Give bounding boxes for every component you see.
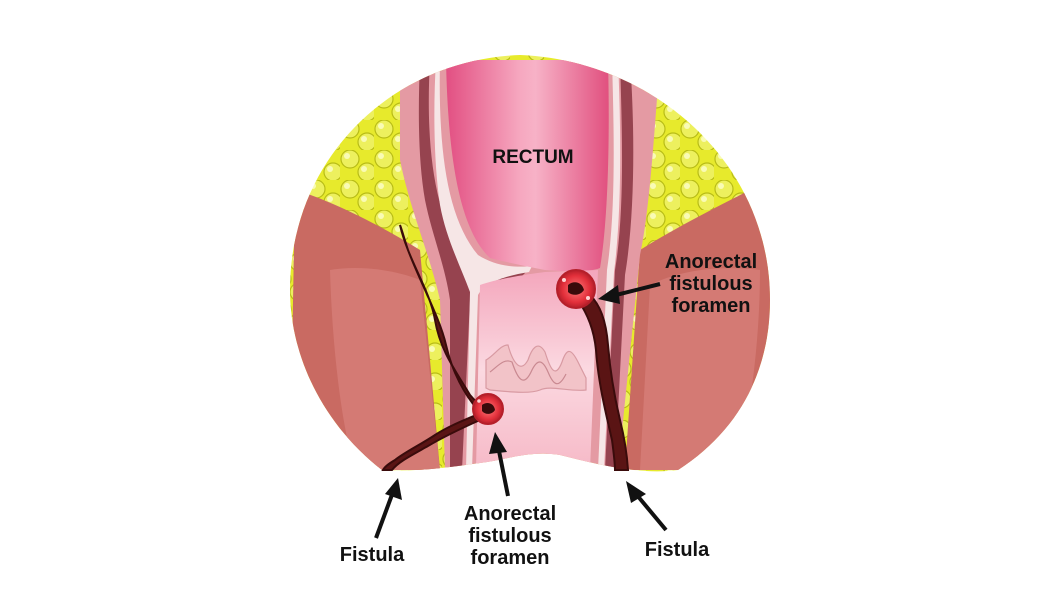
right-foramen-label-line1: Anorectal <box>665 251 757 273</box>
right-fistula-tract <box>576 293 630 471</box>
pectinate-line-detail <box>489 360 567 385</box>
bottom-foramen-label-line2: fistulous <box>468 525 551 547</box>
right-wall-stripe <box>605 60 634 470</box>
right-foramen-label-line2: fistulous <box>669 273 752 295</box>
arrow-right-fistula <box>626 481 668 532</box>
rectal-lumen <box>446 60 609 272</box>
bottom-foramen-label-line3: foramen <box>471 547 550 569</box>
right-foramen-label-line3: foramen <box>672 295 751 317</box>
right-fistula-label: Fistula <box>645 539 710 561</box>
pectinate-line <box>485 344 587 393</box>
foramen-bottom <box>472 393 504 425</box>
rectum-label: RECTUM <box>492 147 573 168</box>
left-lining <box>434 60 532 470</box>
foramen-right <box>556 269 596 309</box>
arrow-right-foramen <box>598 282 661 304</box>
left-fistula-tract <box>381 224 491 471</box>
bottom-foramen-label-line1: Anorectal <box>464 503 556 525</box>
right-muscle-light <box>640 268 760 470</box>
arrow-left-fistula <box>374 478 402 539</box>
left-muscle-light <box>330 268 440 470</box>
arrow-bottom-foramen <box>489 432 510 497</box>
left-fistula-label: Fistula <box>340 544 405 566</box>
